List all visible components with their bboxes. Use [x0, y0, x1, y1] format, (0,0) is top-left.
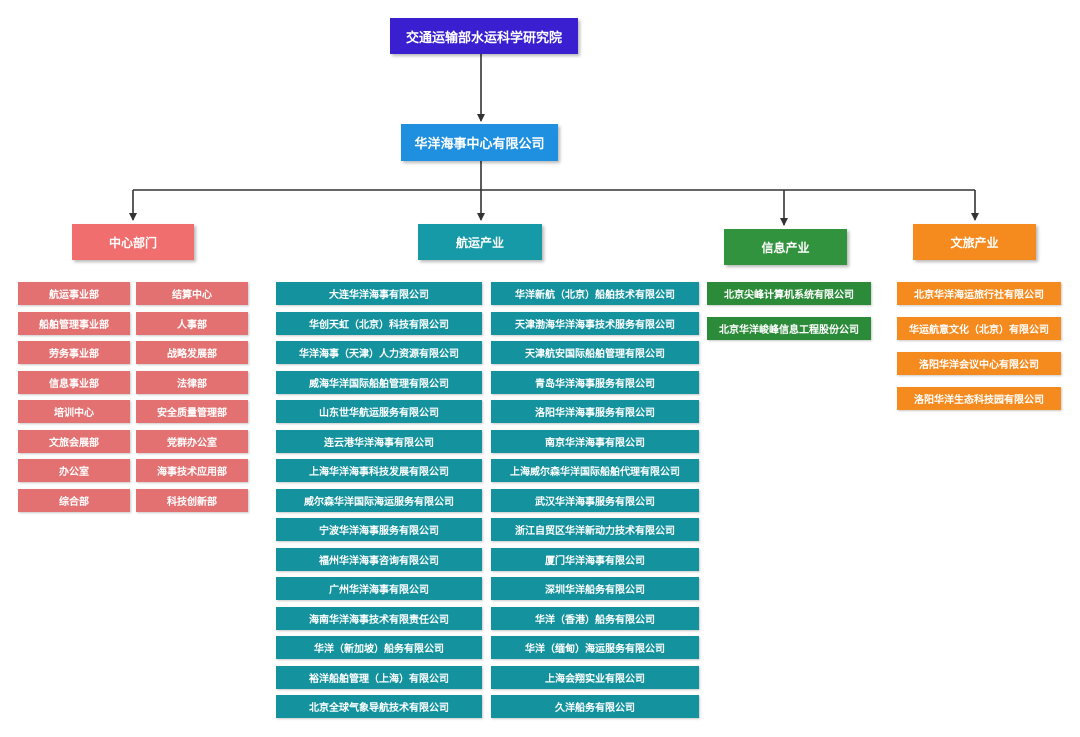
- org-item-box: 北京全球气象导航技术有限公司: [276, 695, 482, 718]
- org-item-box: 山东世华航运服务有限公司: [276, 400, 482, 423]
- org-item-box: 人事部: [136, 311, 248, 335]
- category-culture-tourism-industry: 文旅产业: [913, 224, 1036, 260]
- org-item-box: 洛阳华洋会议中心有限公司: [897, 352, 1061, 375]
- org-item-box: 深圳华洋船务有限公司: [491, 577, 699, 600]
- org-item-box: 科技创新部: [136, 488, 248, 512]
- org-item-box: 华洋（香港）船务有限公司: [491, 606, 699, 630]
- org-item-box: 天津航安国际船舶管理有限公司: [491, 341, 699, 364]
- org-item-box: 南京华洋海事有限公司: [491, 429, 699, 453]
- org-item-box: 浙江自贸区华洋新动力技术有限公司: [491, 518, 699, 541]
- org-item-box: 北京华洋海运旅行社有限公司: [897, 282, 1061, 305]
- org-item-box: 上海会翔实业有限公司: [491, 665, 699, 689]
- org-item-box: 久洋船务有限公司: [491, 695, 699, 718]
- org-item-box: 天津渤海华洋海事技术服务有限公司: [491, 311, 699, 335]
- org-item-box: 北京华洋峻峰信息工程股份公司: [707, 317, 871, 340]
- org-item-box: 文旅会展部: [18, 429, 130, 453]
- org-item-box: 办公室: [18, 459, 130, 482]
- category-info-industry: 信息产业: [724, 229, 847, 265]
- org-item-box: 洛阳华洋海事服务有限公司: [491, 400, 699, 423]
- org-item-box: 广州华洋海事有限公司: [276, 577, 482, 600]
- org-item-box: 福州华洋海事咨询有限公司: [276, 547, 482, 571]
- org-item-box: 劳务事业部: [18, 341, 130, 364]
- center-company-node: 华洋海事中心有限公司: [401, 124, 558, 161]
- org-item-box: 海事技术应用部: [136, 459, 248, 482]
- org-item-box: 上海威尔森华洋国际船舶代理有限公司: [491, 459, 699, 482]
- org-item-box: 宁波华洋海事服务有限公司: [276, 518, 482, 541]
- org-item-box: 厦门华洋海事有限公司: [491, 547, 699, 571]
- org-item-box: 党群办公室: [136, 429, 248, 453]
- org-item-box: 航运事业部: [18, 282, 130, 305]
- org-item-box: 连云港华洋海事有限公司: [276, 429, 482, 453]
- org-item-box: 华洋海事（天津）人力资源有限公司: [276, 341, 482, 364]
- org-item-box: 华创天虹（北京）科技有限公司: [276, 311, 482, 335]
- org-item-box: 威海华洋国际船舶管理有限公司: [276, 370, 482, 394]
- org-item-box: 培训中心: [18, 400, 130, 423]
- org-item-box: 武汉华洋海事服务有限公司: [491, 488, 699, 512]
- org-item-box: 安全质量管理部: [136, 400, 248, 423]
- category-shipping-industry: 航运产业: [418, 224, 542, 260]
- root-node: 交通运输部水运科学研究院: [390, 18, 578, 54]
- org-item-box: 华洋（缅甸）海运服务有限公司: [491, 636, 699, 659]
- org-item-box: 华洋新航（北京）船舶技术有限公司: [491, 282, 699, 305]
- org-item-box: 北京尖峰计算机系统有限公司: [707, 282, 871, 305]
- category-center-departments: 中心部门: [72, 224, 194, 260]
- org-item-box: 船舶管理事业部: [18, 311, 130, 335]
- org-item-box: 综合部: [18, 488, 130, 512]
- org-item-box: 华洋（新加坡）船务有限公司: [276, 636, 482, 659]
- org-item-box: 华运航意文化（北京）有限公司: [897, 317, 1061, 340]
- org-item-box: 结算中心: [136, 282, 248, 305]
- org-item-box: 法律部: [136, 370, 248, 394]
- org-item-box: 海南华洋海事技术有限责任公司: [276, 606, 482, 630]
- org-item-box: 青岛华洋海事服务有限公司: [491, 370, 699, 394]
- org-item-box: 裕洋船舶管理（上海）有限公司: [276, 665, 482, 689]
- org-item-box: 威尔森华洋国际海运服务有限公司: [276, 488, 482, 512]
- org-item-box: 大连华洋海事有限公司: [276, 282, 482, 305]
- org-item-box: 上海华洋海事科技发展有限公司: [276, 459, 482, 482]
- org-item-box: 信息事业部: [18, 370, 130, 394]
- org-item-box: 洛阳华洋生态科技园有限公司: [897, 387, 1061, 410]
- org-item-box: 战略发展部: [136, 341, 248, 364]
